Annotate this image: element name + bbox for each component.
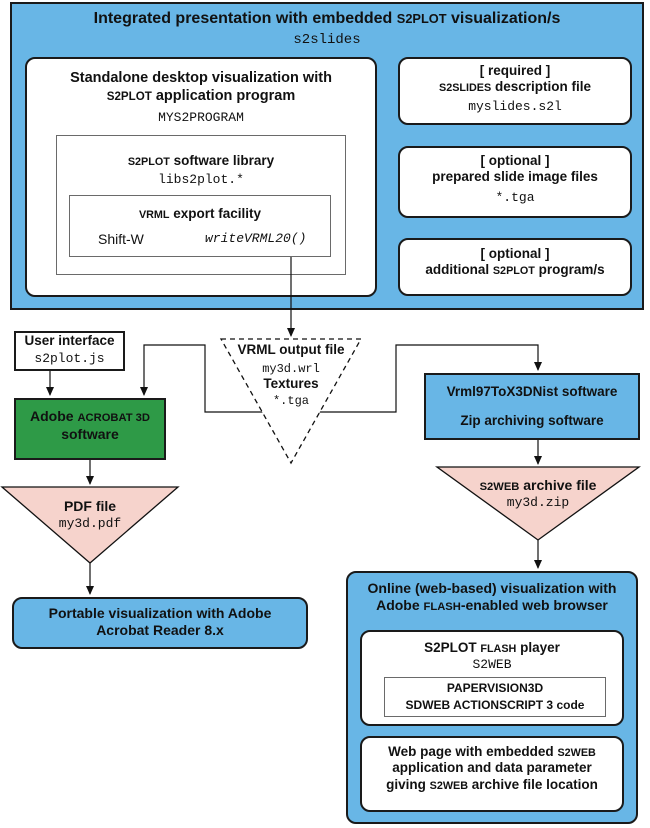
s2web-archive-triangle — [434, 466, 642, 541]
flash-player-name: S2WEB — [472, 657, 512, 672]
optional-slide-images-text: [ optional ] prepared slide image files — [432, 153, 598, 185]
acrobat-3d-software-text: Adobe ACROBAT 3D software — [30, 408, 150, 442]
integrated-presentation-title: Integrated presentation with embedded S2… — [93, 10, 561, 27]
online-visualization-title: Online (web-based) visualization with Ad… — [367, 580, 617, 614]
user-interface-title: User interface — [24, 333, 115, 348]
papervision-line2: SDWEB ACTIONSCRIPT 3 code — [405, 698, 585, 712]
vrml-export-title: VRML export facility — [138, 206, 262, 221]
required-description-file-text: [ required ] S2SLIDES description file — [439, 63, 591, 95]
software-library-title: S2PLOT software library — [127, 153, 275, 168]
web-page-text: Web page with embedded S2WEB application… — [386, 744, 598, 792]
pdf-file-title: PDF file — [63, 498, 117, 514]
vrml-export-box — [69, 195, 331, 257]
textures-file: *.tga — [272, 394, 309, 408]
required-description-file-name: myslides.s2l — [468, 99, 562, 114]
vrml-output-triangle — [219, 338, 363, 465]
user-interface-box — [14, 331, 125, 371]
converter-software-line1: Vrml97ToX3DNist software — [446, 384, 618, 399]
papervision-line1: PAPERVISION3D — [446, 681, 544, 695]
optional-slide-images-box — [398, 146, 632, 218]
connector-vrml-to-acrobat — [140, 344, 267, 413]
vrml-export-shortcut: Shift-W — [98, 231, 144, 247]
vrml-export-function: writeVRML20() — [205, 231, 307, 246]
portable-visualization-box — [12, 597, 308, 649]
user-interface-file: s2plot.js — [34, 351, 105, 366]
vrml-output-file: my3d.wrl — [262, 362, 320, 376]
web-page-box — [360, 736, 624, 812]
optional-programs-box — [398, 238, 632, 296]
acrobat-3d-software-box — [14, 398, 166, 460]
s2web-archive-name: my3d.zip — [506, 495, 570, 510]
papervision-box — [384, 677, 606, 717]
integrated-presentation-subtitle: s2slides — [293, 32, 361, 48]
optional-slide-images-name: *.tga — [495, 190, 535, 205]
standalone-visualization-title: Standalone desktop visualization with S2… — [70, 70, 332, 104]
software-library-name: libs2plot.* — [158, 172, 244, 187]
textures-title: Textures — [263, 376, 319, 391]
s2web-archive-title: S2WEB archive file — [479, 477, 597, 493]
vrml-output-title: VRML output file — [237, 342, 345, 357]
pdf-file-name: my3d.pdf — [58, 516, 122, 531]
optional-programs-text: [ optional ] additional S2PLOT program/s — [425, 246, 605, 278]
flash-player-title: S2PLOT FLASH player — [424, 640, 560, 655]
converter-software-line2: Zip archiving software — [460, 413, 604, 428]
portable-visualization-text: Portable visualization with Adobe Acroba… — [48, 605, 272, 639]
converter-software-box — [424, 373, 640, 440]
required-description-file-box — [398, 57, 632, 125]
standalone-program-name: MYS2PROGRAM — [158, 110, 244, 125]
connector-vrml-to-converter — [318, 344, 542, 413]
pdf-file-triangle — [0, 486, 180, 564]
